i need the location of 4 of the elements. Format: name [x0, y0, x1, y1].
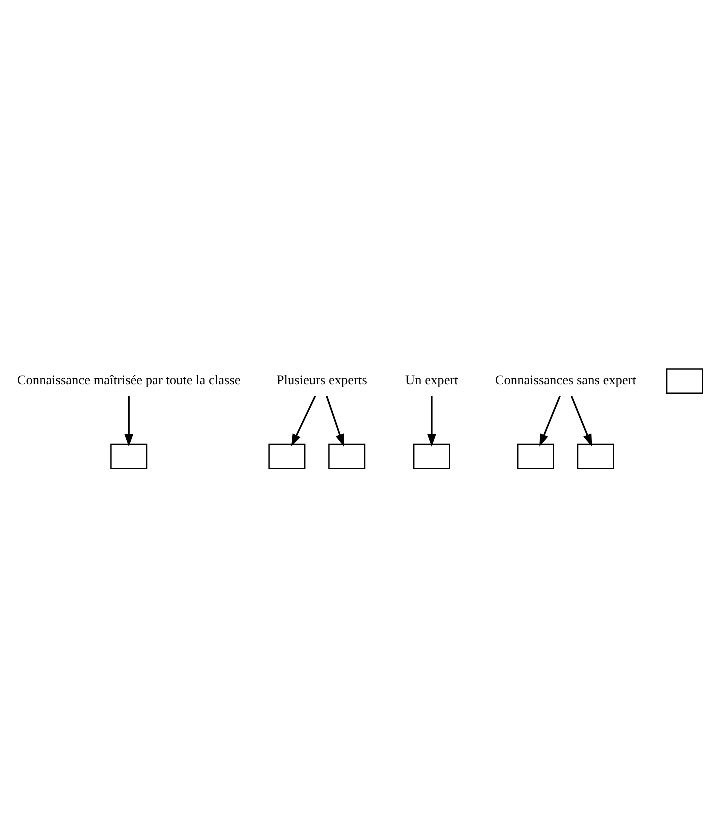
node-text: Un expert [406, 372, 458, 387]
node-text: Plusieurs experts [276, 372, 368, 387]
node-text: Connaissances sans expert [495, 372, 636, 387]
node-text: Connaissance maîtrisée par toute la classe [17, 372, 241, 387]
